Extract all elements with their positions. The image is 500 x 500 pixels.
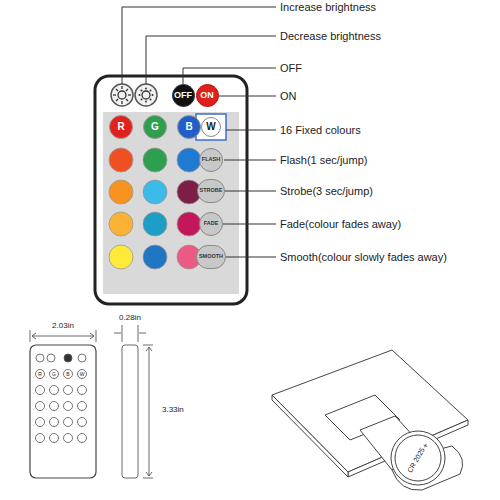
callout-label: Flash(1 sec/jump) xyxy=(280,155,367,166)
remote-body xyxy=(95,76,247,304)
battery-illustration xyxy=(272,350,468,490)
button-label: W xyxy=(206,122,215,132)
callout-label: ON xyxy=(280,91,297,102)
red-button: R xyxy=(109,115,133,139)
button-label: STROBE xyxy=(200,188,223,194)
dimension-label: 0.28in xyxy=(119,314,141,322)
fade-button: FADE xyxy=(199,212,223,236)
decrease-brightness-button xyxy=(135,84,157,106)
on-button: ON xyxy=(196,84,219,107)
button-label: B xyxy=(185,122,192,132)
w-frame xyxy=(196,114,226,140)
small-button-label: G xyxy=(52,372,56,377)
button-label: G xyxy=(151,122,159,132)
top-panel xyxy=(103,80,239,110)
button-label: OFF xyxy=(174,91,192,100)
button-label: FADE xyxy=(204,221,219,227)
callout-label: Smooth(colour slowly fades away) xyxy=(280,252,447,263)
colour-buttons xyxy=(109,148,201,269)
button-panel xyxy=(103,112,239,294)
callout-label: 16 Fixed colours xyxy=(280,125,361,136)
increase-brightness-button xyxy=(111,84,133,106)
small-button-label: R xyxy=(38,372,42,377)
blue-button: B xyxy=(177,115,201,139)
small-button-label: W xyxy=(80,372,85,377)
smooth-button: SMOOTH xyxy=(196,245,226,269)
off-button: OFF xyxy=(172,84,195,107)
callout-label: Increase brightness xyxy=(280,2,376,13)
callout-label: Fade(colour fades away) xyxy=(280,219,401,230)
dimension-lines xyxy=(30,325,153,478)
strobe-button: STROBE xyxy=(197,179,225,203)
small-remote xyxy=(30,345,96,478)
callout-label: Decrease brightness xyxy=(280,31,381,42)
dimension-label: 3.33in xyxy=(162,406,184,414)
button-label: R xyxy=(117,122,124,132)
small-button-label: B xyxy=(66,372,69,377)
button-label: FLASH xyxy=(202,157,220,163)
flash-button: FLASH xyxy=(199,148,223,172)
white-button: W xyxy=(201,117,221,137)
callout-label: Strobe(3 sec/jump) xyxy=(280,186,373,197)
green-button: G xyxy=(143,115,167,139)
button-label: ON xyxy=(200,91,214,100)
leader-lines xyxy=(122,7,276,257)
dimension-label: 2.03in xyxy=(50,322,76,330)
callout-label: OFF xyxy=(280,63,302,74)
button-label: SMOOTH xyxy=(199,254,223,260)
